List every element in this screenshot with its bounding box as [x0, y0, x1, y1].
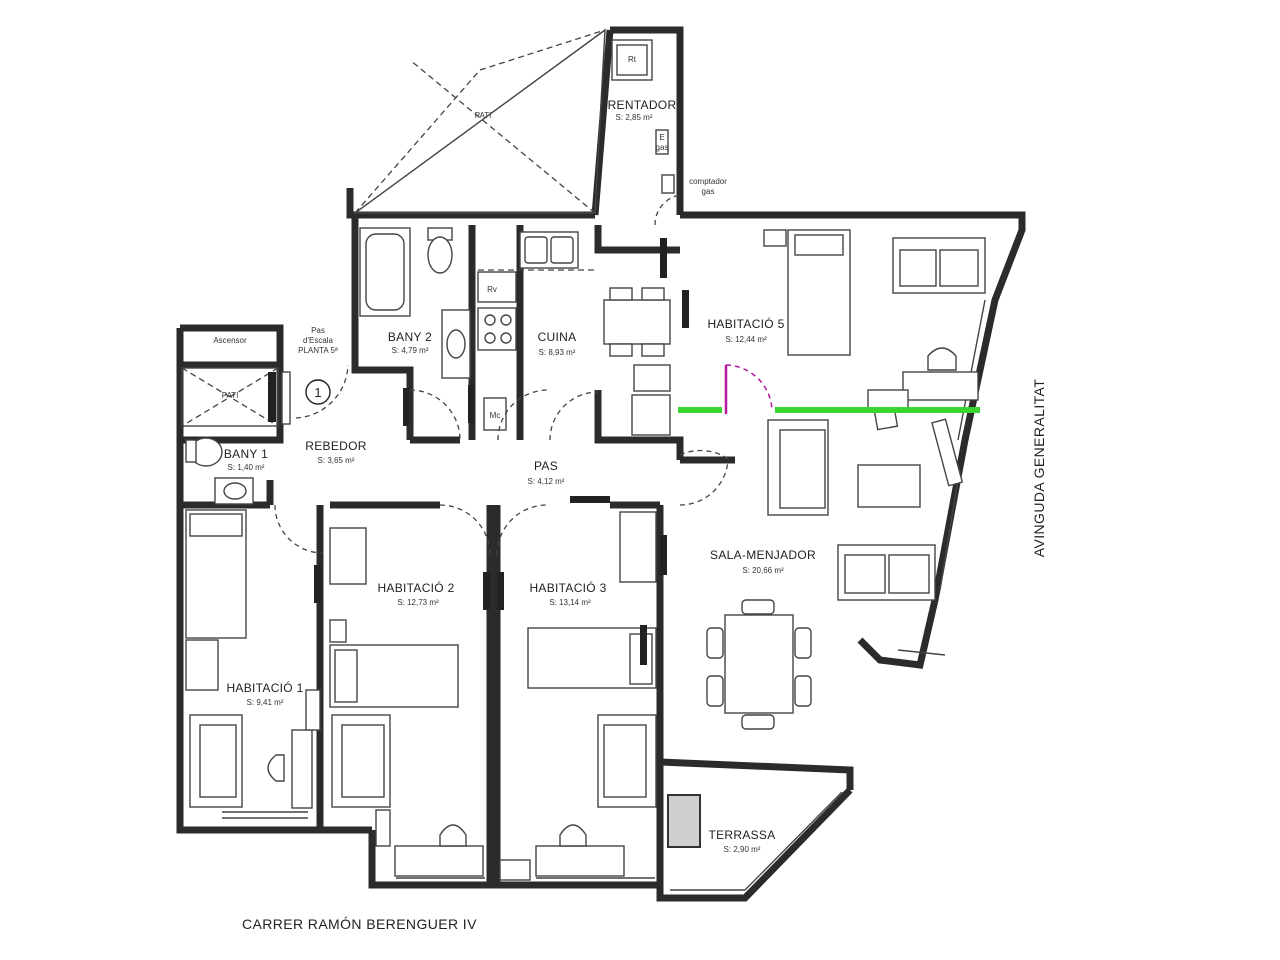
bany1-area: S: 1,40 m² — [228, 463, 265, 472]
pati-left-label: PATI — [222, 391, 239, 400]
ascensor-area: Ascensor PATI Pas d'Escala PLANTA 5ª 1 — [181, 326, 349, 427]
terrassa-area: S: 2,90 m² — [724, 845, 761, 854]
habitacio1-furniture — [185, 509, 321, 809]
salamenjador-name: SALA-MENJADOR — [710, 548, 816, 562]
e-label: E — [659, 133, 664, 142]
habitacio1-area: S: 9,41 m² — [247, 698, 284, 707]
patio-top: PATI — [352, 28, 606, 214]
cuina-area: S: 8,93 m² — [539, 348, 576, 357]
habitacio3-name: HABITACIÓ 3 — [529, 580, 606, 595]
habitacio2-furniture — [329, 527, 484, 877]
rv-label: Rv — [487, 285, 497, 294]
pati-top-label: PATI — [475, 111, 492, 120]
cuina-fixtures: Rv Mc — [477, 231, 671, 436]
salamenjador-area: S: 20,66 m² — [742, 566, 784, 575]
bany1-name: BANY 1 — [224, 447, 268, 461]
rentador-area: S: 2,85 m² — [616, 113, 653, 122]
street-bottom-label: CARRER RAMÓN BERENGUER IV — [242, 916, 477, 932]
marker-1: 1 — [314, 385, 321, 400]
salamenjador-furniture — [706, 418, 964, 730]
pas-escala-label-2: d'Escala — [303, 336, 334, 345]
room-labels: RENTADOR S: 2,85 m² BANY 2 S: 4,79 m² CU… — [224, 98, 816, 854]
rentador-name: RENTADOR — [608, 98, 677, 112]
habitacio3-area: S: 13,14 m² — [549, 598, 591, 607]
new-partition — [678, 364, 980, 414]
habitacio5-area: S: 12,44 m² — [725, 335, 767, 344]
habitacio2-name: HABITACIÓ 2 — [377, 580, 454, 595]
pas-escala-label-1: Pas — [311, 326, 325, 335]
bany2-area: S: 4,79 m² — [392, 346, 429, 355]
comptador-label: comptador — [689, 177, 727, 186]
terrassa-fixtures — [667, 794, 701, 848]
habitacio2-area: S: 12,73 m² — [397, 598, 439, 607]
windows — [222, 299, 986, 891]
bany2-fixtures — [359, 227, 471, 379]
habitacio5-name: HABITACIÓ 5 — [707, 316, 784, 331]
bany2-name: BANY 2 — [388, 330, 432, 344]
ascensor-label: Ascensor — [213, 336, 247, 345]
rebedor-area: S: 3,65 m² — [318, 456, 355, 465]
bany1-fixtures — [185, 437, 254, 505]
rebedor-name: REBEDOR — [305, 439, 366, 453]
pas-area: S: 4,12 m² — [528, 477, 565, 486]
mc-label: Mc — [490, 411, 501, 420]
pas-escala-label-3: PLANTA 5ª — [298, 346, 338, 355]
rentador-fixtures: Rt E gas comptador gas — [611, 39, 727, 226]
comptador-gas-label: gas — [702, 187, 715, 196]
habitacio1-name: HABITACIÓ 1 — [226, 680, 303, 695]
habitacio5-furniture — [763, 229, 986, 431]
doors — [274, 389, 731, 556]
radiators — [268, 238, 689, 665]
cuina-name: CUINA — [538, 330, 577, 344]
gas-label: gas — [656, 143, 669, 152]
street-right-label: AVINGUDA GENERALITAT — [1031, 379, 1047, 557]
pas-name: PAS — [534, 459, 558, 473]
rt-label: Rt — [628, 55, 637, 64]
terrassa-name: TERRASSA — [708, 828, 775, 842]
habitacio3-furniture — [499, 511, 657, 881]
